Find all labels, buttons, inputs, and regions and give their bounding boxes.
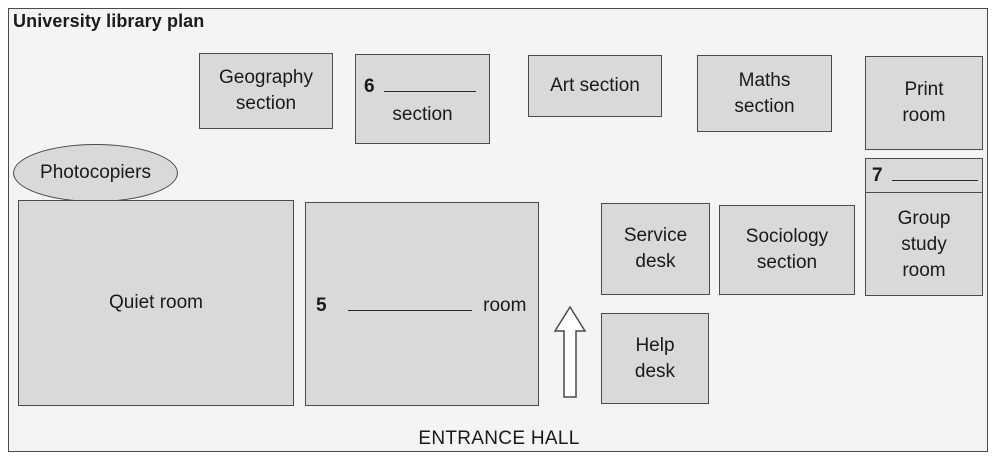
help-desk: Help desk: [601, 313, 709, 404]
blank-6-section-label: section: [392, 104, 453, 125]
maths-section: Maths section: [697, 55, 832, 132]
help-desk-label: Help desk: [634, 334, 676, 382]
photocopiers-label: Photocopiers: [40, 162, 151, 183]
up-arrow-icon: [553, 305, 587, 398]
answer-blank-5: [347, 310, 472, 311]
print-room-label: Print room: [902, 79, 946, 126]
group-study-room-label: Group study room: [897, 208, 951, 281]
entrance-hall-label: ENTRANCE HALL: [418, 428, 580, 449]
blank-6-section: 6 section: [355, 54, 490, 144]
geography-section-label: Geography section: [218, 67, 313, 114]
blank-5-room: 5 room: [305, 202, 539, 406]
service-desk: Service desk: [601, 203, 710, 295]
maths-section-label: Maths section: [734, 69, 795, 117]
blank-5-room-label: room: [483, 295, 527, 316]
question-6-number: 6: [364, 76, 375, 97]
print-room: Print room: [865, 56, 983, 150]
group-study-divider: [866, 192, 982, 193]
quiet-room-label: Quiet room: [109, 292, 203, 313]
answer-blank-6: [383, 91, 476, 92]
geography-section: Geography section: [199, 53, 333, 129]
question-7-number: 7: [872, 165, 883, 186]
group-study-room: 7 Group study room: [865, 158, 983, 296]
quiet-room: Quiet room: [18, 200, 294, 406]
sociology-section: Sociology section: [719, 205, 855, 295]
plan-title: University library plan: [13, 11, 205, 31]
question-5-number: 5: [316, 295, 327, 316]
art-section: Art section: [528, 55, 662, 117]
answer-blank-7: [891, 180, 978, 181]
service-desk-label: Service desk: [623, 225, 688, 272]
art-section-label: Art section: [550, 75, 640, 96]
sociology-section-label: Sociology section: [745, 226, 829, 273]
photocopiers: Photocopiers: [13, 144, 178, 202]
